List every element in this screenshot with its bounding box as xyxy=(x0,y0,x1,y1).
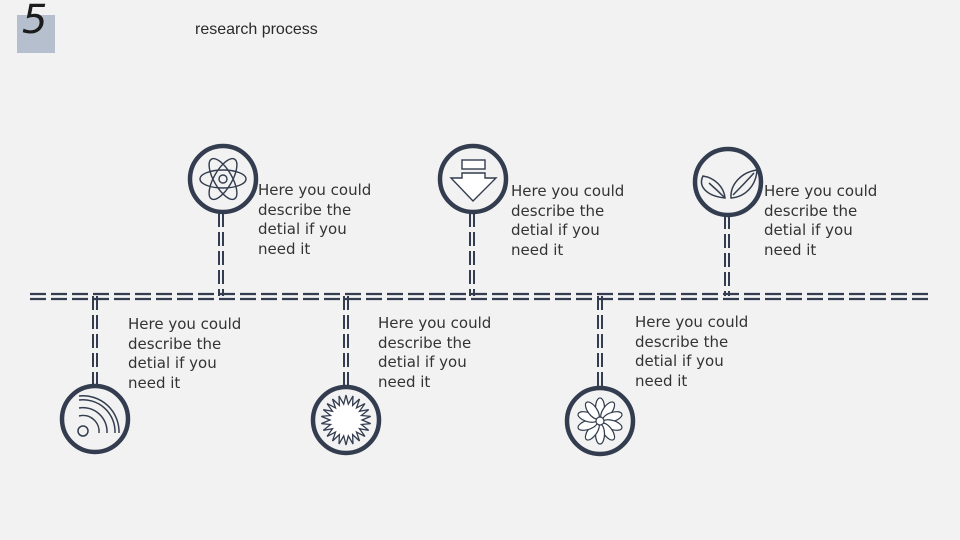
node-3 xyxy=(310,384,382,456)
connector-3 xyxy=(343,296,349,387)
node-1 xyxy=(59,383,131,455)
node-6 xyxy=(692,146,764,218)
step-3-description: Here you could describe the detial if yo… xyxy=(378,314,492,391)
slide-number-box xyxy=(17,15,55,53)
connector-1 xyxy=(92,296,98,385)
node-2 xyxy=(187,143,259,215)
starburst-icon xyxy=(321,394,371,446)
slide-title: research process xyxy=(195,21,318,38)
node-4 xyxy=(437,143,509,215)
step-6-description: Here you could describe the detial if yo… xyxy=(764,182,878,259)
step-4-description: Here you could describe the detial if yo… xyxy=(511,182,625,259)
slide-number: 5 xyxy=(22,0,48,43)
atom-icon xyxy=(199,157,247,201)
download-arrow-icon xyxy=(449,159,498,203)
connector-4 xyxy=(469,213,475,296)
timeline-axis xyxy=(30,292,930,301)
leaves-icon xyxy=(700,169,758,199)
connector-6 xyxy=(724,215,730,296)
step-1-description: Here you could describe the detial if yo… xyxy=(128,315,242,392)
node-5 xyxy=(564,385,636,457)
step-2-description: Here you could describe the detial if yo… xyxy=(258,181,372,258)
connector-5 xyxy=(597,296,603,388)
rss-icon xyxy=(77,395,120,437)
step-5-description: Here you could describe the detial if yo… xyxy=(635,313,749,390)
flower-center xyxy=(595,416,605,426)
flower-icon xyxy=(577,397,623,445)
connector-2 xyxy=(218,213,224,296)
